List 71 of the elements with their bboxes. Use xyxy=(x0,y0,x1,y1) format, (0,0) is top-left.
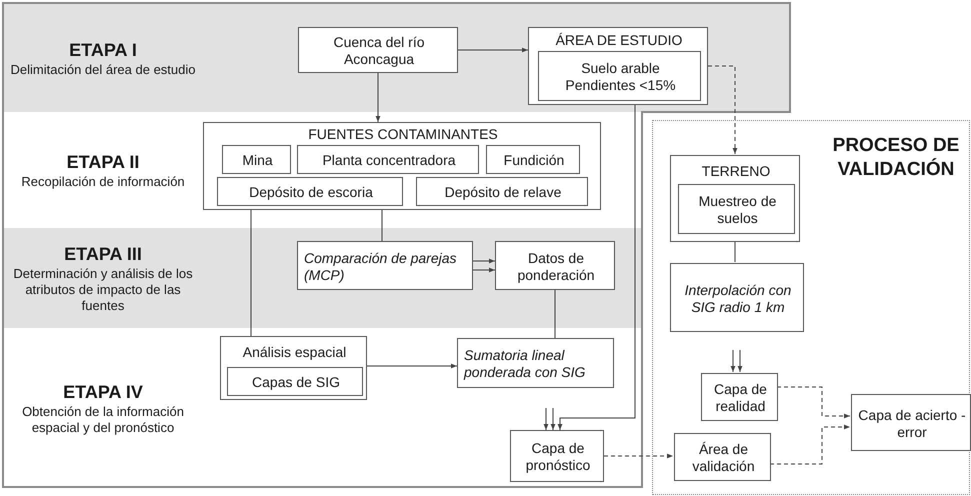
process-box xyxy=(227,367,363,396)
arrow xyxy=(366,364,458,368)
stage-title: ETAPA I xyxy=(69,38,137,62)
process-box xyxy=(486,145,580,174)
box-label: Mina xyxy=(242,152,273,169)
process-box xyxy=(538,51,701,101)
arrow xyxy=(558,104,636,430)
stage-title: ETAPA III xyxy=(64,243,142,266)
box-label: Capa de pronóstico xyxy=(524,440,592,474)
process-box xyxy=(222,145,291,174)
stage-description: Recopilación de información xyxy=(21,174,185,190)
process-box xyxy=(701,373,778,421)
process-box xyxy=(457,338,614,388)
stage-band xyxy=(3,228,642,328)
arrow xyxy=(770,424,850,464)
box-label: Capa de realidad xyxy=(713,381,768,415)
connector-line xyxy=(734,240,736,262)
arrow xyxy=(708,66,738,154)
box-label: Interpolación con SIG radio 1 km xyxy=(684,282,792,316)
connector-line xyxy=(554,290,556,338)
stage-title: ETAPA IV xyxy=(63,380,143,404)
group-title: ÁREA DE ESTUDIO xyxy=(556,32,682,48)
arrow xyxy=(472,258,496,264)
box-label: Planta concentradora xyxy=(322,152,456,169)
box-label: Área de validación xyxy=(691,441,756,475)
section-title: PROCESO DE VALIDACIÓN xyxy=(832,134,960,182)
arrow xyxy=(604,454,674,458)
process-box xyxy=(217,177,403,206)
connector-line xyxy=(250,210,252,336)
stage-description: Obtención de la información espacial y del pronóstico xyxy=(21,404,185,436)
arrow xyxy=(738,350,742,372)
process-box xyxy=(670,263,804,332)
group-title: FUENTES CONTAMINANTES xyxy=(308,126,498,142)
stage-title: ETAPA II xyxy=(66,151,140,174)
box-label: Capa de acierto - error xyxy=(858,406,966,440)
arrow xyxy=(776,386,850,418)
process-box xyxy=(298,27,458,73)
process-box xyxy=(674,433,771,481)
box-label: Depósito de escoria xyxy=(249,184,373,201)
group-title: Análisis espacial xyxy=(242,344,346,360)
group-title: TERRENO xyxy=(702,162,770,180)
arrow xyxy=(376,72,380,122)
process-box xyxy=(851,394,971,451)
arrow xyxy=(730,350,736,372)
process-box xyxy=(495,241,615,290)
validation-region xyxy=(652,120,970,495)
process-box xyxy=(220,336,367,400)
process-box xyxy=(670,155,800,242)
process-box xyxy=(203,122,601,210)
arrow xyxy=(544,408,548,430)
arrow xyxy=(458,48,528,52)
process-box xyxy=(297,241,473,290)
box-label: Muestreo de suelos xyxy=(698,193,778,227)
process-box xyxy=(678,184,795,234)
process-box xyxy=(297,145,479,174)
stage-band xyxy=(3,3,790,112)
process-box xyxy=(416,177,588,206)
box-label: Datos de ponderación xyxy=(516,250,596,284)
box-label: Comparación de parejas (MCP) xyxy=(304,250,458,284)
arrow xyxy=(472,268,496,272)
box-label: Fundición xyxy=(504,152,564,169)
box-label: Sumatoria lineal ponderada con SIG xyxy=(464,347,586,381)
box-label: Capas de SIG xyxy=(252,374,340,391)
box-label: Cuenca del río Aconcagua xyxy=(332,34,426,68)
arrow xyxy=(550,408,556,430)
box-label: Suelo arable Pendientes <15% xyxy=(564,60,677,94)
box-label: Depósito de relave xyxy=(444,184,562,201)
stage-description: Delimitación del área de estudio xyxy=(10,62,196,78)
process-box xyxy=(528,27,708,105)
stage-description: Determinación y análisis de los atributos de impacto de las fuentes xyxy=(12,266,194,314)
process-box xyxy=(510,430,604,482)
